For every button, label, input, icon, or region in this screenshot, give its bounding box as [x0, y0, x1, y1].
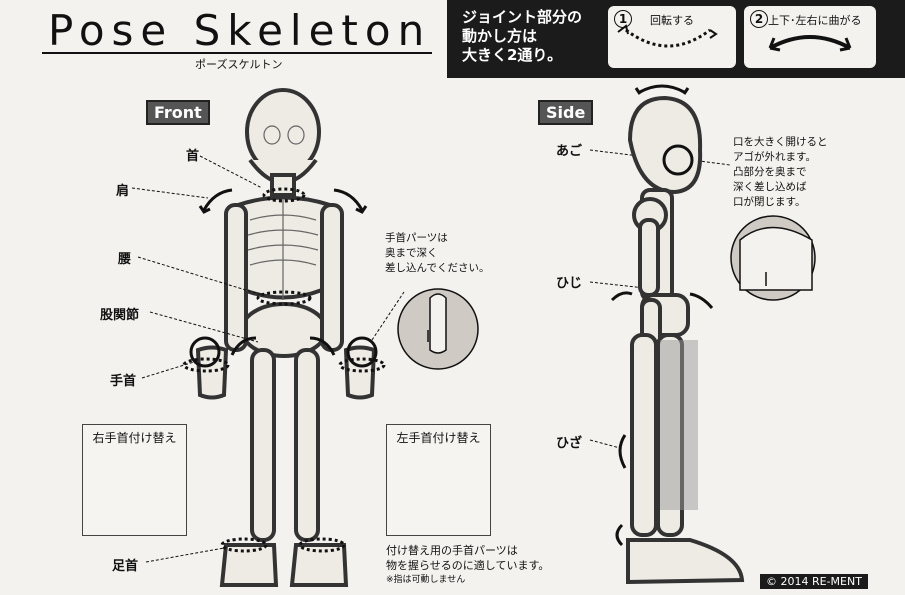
- rotate-arrow-icon: [625, 28, 711, 48]
- right-wrist-swap-box: 右手首付け替え: [82, 424, 187, 536]
- page-title: Pose Skeleton: [48, 6, 432, 55]
- mode-label: 回転する: [650, 14, 694, 27]
- joint-instruction: ジョイント部分の 動かし方は 大きく2通り。: [462, 8, 583, 64]
- left-wrist-swap-box: 左手首付け替え: [386, 424, 491, 536]
- side-skeleton-figure: [626, 95, 745, 585]
- label-waist: 腰: [118, 252, 132, 267]
- rotate-arrow-head-icon: [709, 29, 718, 39]
- front-skeleton-figure: [195, 88, 377, 587]
- wrist-joint-circle: [189, 336, 221, 368]
- label-knee: ひざ: [556, 436, 583, 451]
- label-shoulder: 肩: [116, 184, 130, 199]
- swap-note: 付け替え用の手首パーツは 物を握らせるのに適しています。 ※指は可動しません: [386, 543, 549, 588]
- bend-arrow-icon: [769, 35, 851, 50]
- wrist-joint-circle: [346, 336, 378, 368]
- title-area: Pose Skeleton ポーズスケルトン: [0, 0, 447, 78]
- front-tag: Front: [146, 100, 210, 125]
- rotate-arrow-head-icon: [617, 24, 629, 35]
- wrist-inset: [397, 288, 479, 370]
- label-ankle: 足首: [112, 559, 139, 574]
- copyright: © 2014 RE-MENT: [760, 574, 868, 589]
- hand-insert-note: 手首パーツは 奥まで深く 差し込んでください。: [385, 232, 490, 274]
- swap-footnote: ※指は可動しません: [386, 575, 466, 585]
- label-jaw: あご: [556, 144, 583, 159]
- jaw-inset: [730, 215, 816, 301]
- label-wrist: 手首: [110, 374, 137, 389]
- joint-mode-rotate: 1 回転する: [608, 6, 736, 68]
- jaw-note: 口を大きく開けると アゴが外れます。 凸部分を奥まで 深く差し込めば 口が閉じま…: [733, 136, 828, 208]
- label-elbow: ひじ: [556, 276, 583, 291]
- left-wrist-swap-label: 左手首付け替え: [396, 431, 481, 445]
- page-subtitle: ポーズスケルトン: [195, 58, 283, 71]
- label-neck: 首: [186, 149, 200, 164]
- right-wrist-swap-label: 右手首付け替え: [92, 431, 177, 445]
- label-hip: 股関節: [100, 308, 140, 323]
- mode-label: 上下･左右に曲がる: [768, 14, 862, 27]
- title-underline: [42, 52, 432, 54]
- side-tag: Side: [538, 100, 594, 125]
- mode-number: 2: [750, 10, 768, 28]
